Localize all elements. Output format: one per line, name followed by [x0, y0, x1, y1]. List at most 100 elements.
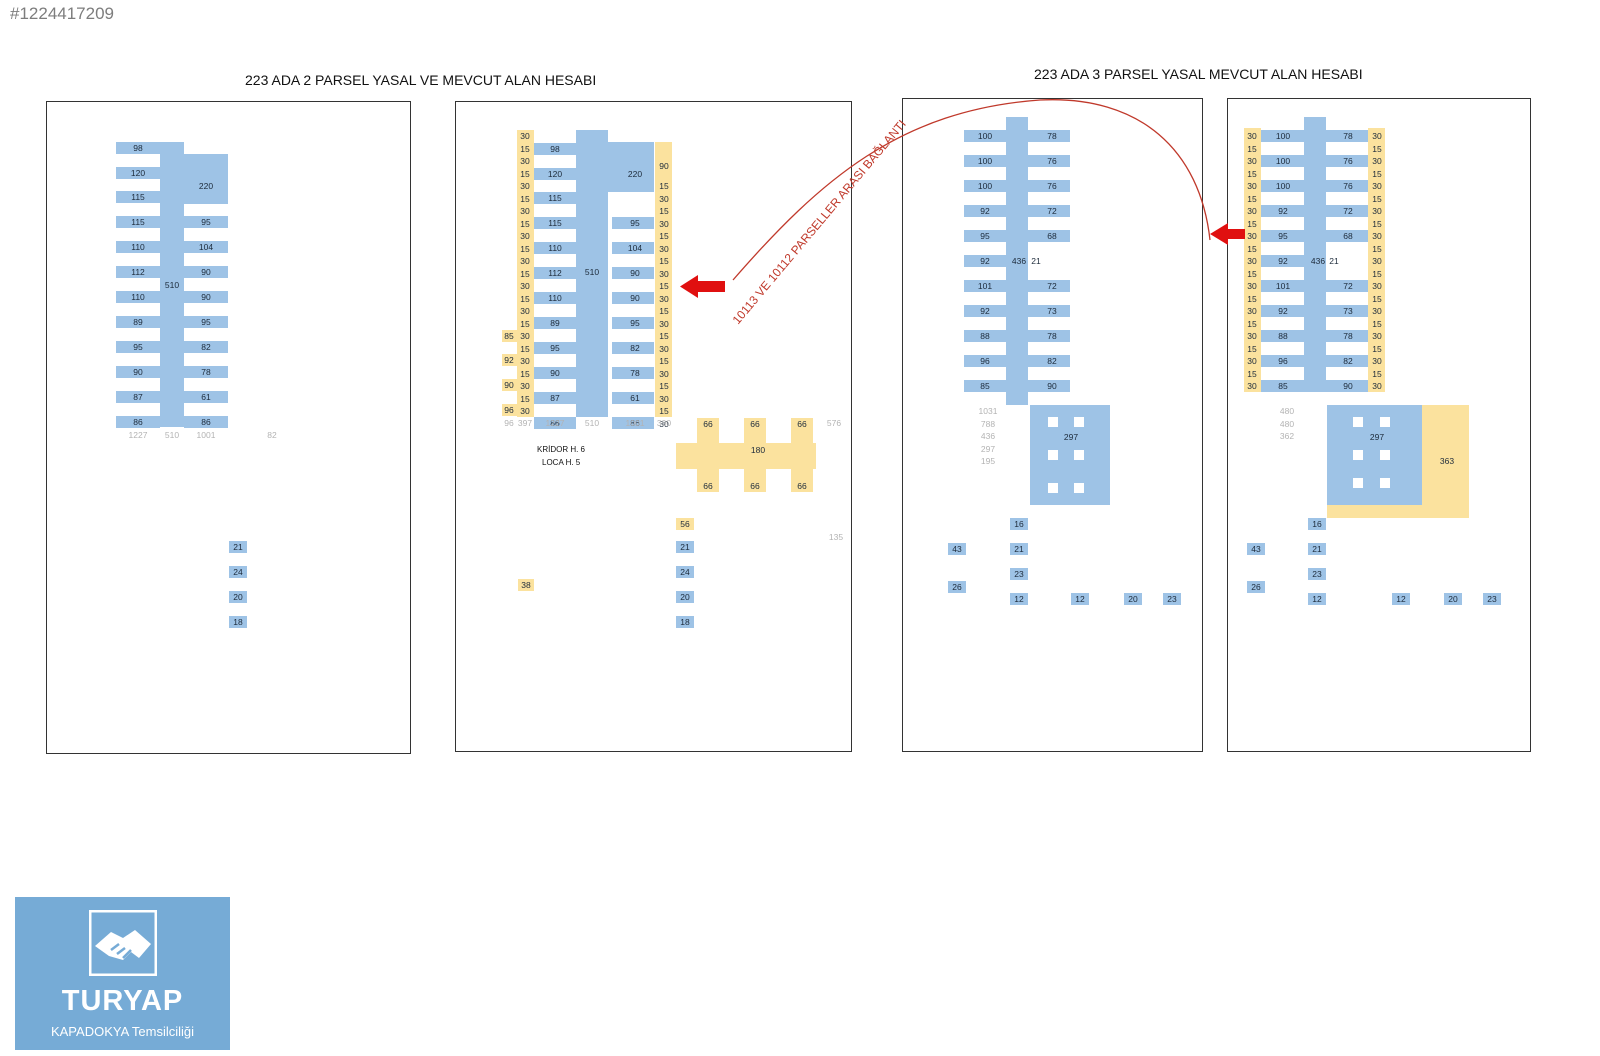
column-total: 510	[584, 418, 600, 428]
unit-left	[116, 266, 160, 278]
window-icon	[1353, 450, 1363, 460]
tower-value: 297	[1063, 432, 1079, 442]
unit-value: 92	[1278, 306, 1288, 316]
central-core	[1304, 117, 1326, 392]
unit-value: 98	[133, 143, 143, 153]
strip-value: 15	[1372, 268, 1382, 279]
small-unit-value: 16	[1014, 519, 1024, 529]
unit-left	[1261, 280, 1304, 292]
loca-height-note: LOCA H. 5	[542, 458, 581, 467]
unit-right	[1028, 205, 1070, 217]
column-total: 1227	[545, 418, 565, 428]
cross-value: 66	[703, 419, 713, 429]
core-total: 510	[584, 267, 600, 277]
strip-value: 30	[1372, 156, 1382, 166]
window-icon	[1353, 417, 1363, 427]
unit-left	[116, 191, 160, 203]
small-unit	[1010, 593, 1028, 605]
unit-value: 115	[548, 218, 562, 228]
unit-right	[184, 266, 228, 278]
unit-right	[1028, 355, 1070, 367]
window-icon	[1048, 417, 1058, 427]
extra-value: 96	[504, 405, 514, 415]
unit-right	[1326, 380, 1368, 392]
connection-curve	[732, 99, 1211, 281]
strip-value: 30	[520, 281, 530, 291]
unit-left	[116, 167, 160, 179]
unit-value: 76	[1047, 156, 1057, 166]
strip-value: 15	[659, 406, 669, 416]
unit-left	[534, 417, 576, 429]
unit-value: 78	[1047, 131, 1057, 141]
small-unit	[229, 566, 247, 578]
unit-value: 87	[550, 393, 560, 403]
small-unit	[1247, 543, 1265, 555]
strip-value: 15	[659, 231, 669, 241]
unit-right	[184, 366, 228, 378]
unit-value: 98	[550, 144, 560, 154]
unit-right	[612, 242, 654, 254]
unit-value: 104	[627, 243, 643, 253]
unit-left	[534, 192, 576, 204]
unit-right	[1326, 180, 1368, 192]
unit-right	[1028, 230, 1070, 242]
unit-left	[534, 143, 576, 155]
unit-left	[534, 242, 576, 254]
unit-right	[612, 217, 654, 229]
unit-left	[964, 155, 1006, 167]
unit-value: 90	[201, 292, 211, 302]
unit-left	[964, 130, 1006, 142]
column-total: 576	[826, 418, 842, 428]
extra-value: 90	[504, 380, 514, 390]
unit-value: 115	[548, 193, 562, 203]
red-arrow-left-icon	[680, 275, 725, 298]
strip-value: 30	[520, 306, 530, 316]
strip-value: 15	[659, 381, 669, 391]
unit-right-blank	[1326, 255, 1368, 267]
title-parcel-3: 223 ADA 3 PARSEL YASAL MEVCUT ALAN HESAB…	[1034, 66, 1363, 82]
strip-value: 15	[1247, 343, 1257, 354]
small-unit-value: 56	[680, 519, 690, 529]
unit-left	[1261, 380, 1304, 392]
strip-value: 30	[1372, 206, 1382, 216]
small-unit	[948, 543, 966, 555]
unit-right	[612, 392, 654, 404]
unit-right	[1028, 130, 1070, 142]
unit-value: 61	[630, 393, 640, 403]
unit-right	[1326, 230, 1368, 242]
strip-value: 30	[1247, 231, 1257, 241]
small-unit	[676, 518, 694, 530]
unit-value: 72	[1047, 206, 1057, 216]
small-unit	[1010, 568, 1028, 580]
corridor-height-note: KRİDOR H. 6	[537, 445, 586, 454]
strip-value: 30	[520, 231, 530, 241]
small-unit-value: 23	[1487, 594, 1497, 604]
small-unit	[229, 541, 247, 553]
unit-value: 87	[133, 392, 143, 402]
small-unit	[1163, 593, 1181, 605]
unit-value: 95	[550, 343, 560, 353]
strip-value: 30	[520, 331, 530, 341]
unit-left	[1261, 230, 1304, 242]
strip-value: 15	[520, 293, 530, 304]
strip-value: 30	[1372, 331, 1382, 341]
column-total: 1001	[625, 418, 645, 428]
small-unit	[948, 581, 966, 593]
small-unit-value: 12	[1014, 594, 1024, 604]
extra-extension	[502, 404, 517, 416]
unit-right	[1326, 155, 1368, 167]
strip-value: 15	[1372, 143, 1382, 154]
strip-value: 30	[520, 131, 530, 141]
unit-right	[612, 317, 654, 329]
extra-extension	[502, 379, 517, 391]
strip-value: 15	[1247, 143, 1257, 154]
unit-left	[1261, 155, 1304, 167]
unit-right	[184, 316, 228, 328]
unit-left	[534, 217, 576, 229]
unit-value: 89	[550, 318, 560, 328]
unit-left	[964, 180, 1006, 192]
strip-value: 15	[520, 393, 530, 404]
strip-value: 30	[1372, 281, 1382, 291]
logo-name: TURYAP	[61, 985, 184, 1017]
unit-value: 82	[201, 342, 211, 352]
